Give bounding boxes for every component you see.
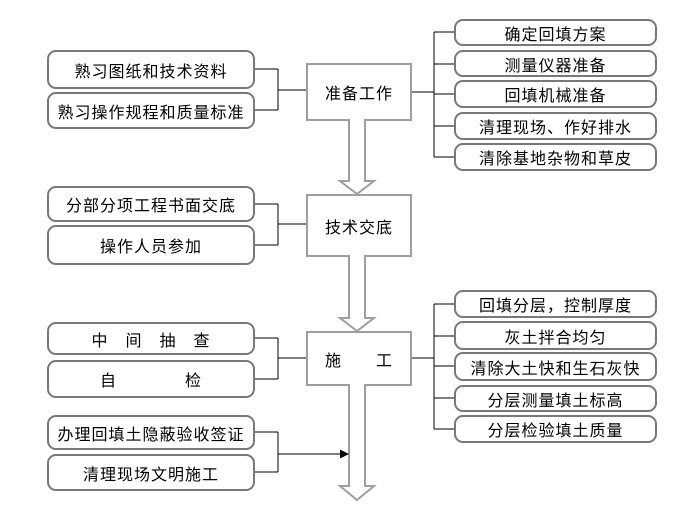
task-survey-instrument-preparation: 测量仪器准备 — [454, 50, 657, 77]
task-backfill-machinery-preparation: 回填机械准备 — [454, 80, 657, 108]
task-operators-participate: 操作人员参加 — [47, 225, 255, 265]
left-bracket-group-4 — [255, 431, 279, 473]
task-determine-backfill-plan: 确定回填方案 — [454, 19, 657, 46]
task-remove-clods-and-quicklime: 清除大土快和生石灰快 — [454, 352, 657, 381]
task-self-check: 自 检 — [47, 360, 255, 398]
task-clear-site-prepare-drainage: 清理现场、作好排水 — [454, 112, 657, 140]
task-hidden-work-acceptance-signature: 办理回填土隐蔽验收签证 — [47, 415, 255, 450]
left-bracket-group-1 — [255, 68, 306, 111]
step-technical-disclosure: 技术交底 — [306, 194, 412, 257]
task-remove-debris-and-turf: 清除基地杂物和草皮 — [454, 143, 657, 171]
task-written-disclosure: 分部分项工程书面交底 — [47, 186, 255, 222]
task-familiarize-drawings-materials: 熟习图纸和技术资料 — [47, 50, 255, 89]
left-bracket-group-3 — [255, 337, 306, 380]
task-layer-survey-fill-elevation: 分层测量填土标高 — [454, 385, 657, 412]
task-familiarize-procedures-standards: 熟习操作规程和质量标准 — [47, 92, 255, 129]
left-bracket-group-2 — [255, 203, 306, 246]
step-preparation-work: 准备工作 — [306, 63, 412, 121]
right-bracket-group-2 — [412, 303, 454, 430]
task-lime-soil-mix-evenly: 灰土拌合均匀 — [454, 321, 657, 350]
step-construction: 施 工 — [306, 331, 412, 386]
task-layer-check-fill-quality: 分层检验填土质量 — [454, 415, 657, 443]
task-backfill-layers-thickness-control: 回填分层，控制厚度 — [454, 290, 657, 318]
task-intermediate-spot-check: 中 间 抽 查 — [47, 322, 255, 355]
right-bracket-group-1 — [412, 31, 454, 158]
task-site-cleanup-civilized-construction: 清理现场文明施工 — [47, 454, 255, 491]
